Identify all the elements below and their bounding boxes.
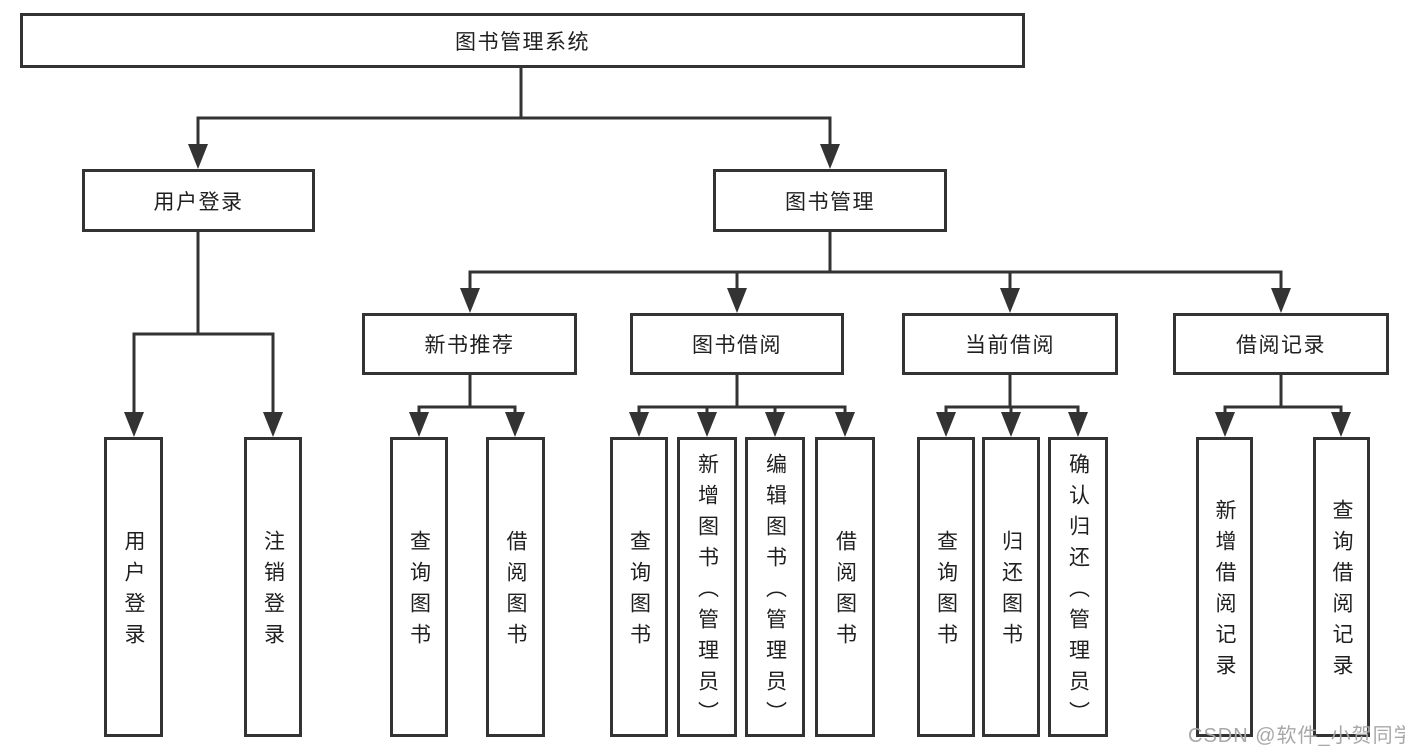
arrow-down-icon <box>188 144 208 169</box>
connector-book-borrow-split <box>629 375 855 437</box>
node-leaf-edit-books-admin: 编辑图书（管理员） <box>745 437 805 737</box>
arrow-down-icon <box>820 144 840 169</box>
connector-current-borrow-split <box>936 375 1088 437</box>
arrow-down-icon <box>835 412 855 437</box>
arrow-down-icon <box>505 412 525 437</box>
node-leaf-user-login: 用户登录 <box>104 437 163 737</box>
arrow-down-icon <box>460 288 480 313</box>
arrow-down-icon <box>124 412 144 437</box>
arrow-down-icon <box>1000 288 1020 313</box>
arrow-down-icon <box>1271 288 1291 313</box>
node-label: 查询图书 <box>627 530 651 654</box>
node-label: 图书管理 <box>785 190 875 214</box>
node-label: 借阅记录 <box>1236 334 1326 357</box>
node-leaf-query-books-current: 查询图书 <box>917 437 975 737</box>
node-label: 查询借阅记录 <box>1330 499 1353 685</box>
arrow-down-icon <box>936 412 956 437</box>
csdn-watermark: CSDN @软件_小贺同学 <box>1188 725 1405 747</box>
node-label: 查询图书 <box>407 530 431 654</box>
arrow-down-icon <box>1068 412 1088 437</box>
node-label: 新增图书（管理员） <box>695 452 719 732</box>
arrow-down-icon <box>1001 412 1021 437</box>
node-leaf-return-books: 归还图书 <box>982 437 1040 737</box>
node-leaf-query-books-recommend: 查询图书 <box>390 437 448 737</box>
arrow-down-icon <box>629 412 649 437</box>
node-book-borrow: 图书借阅 <box>630 313 844 375</box>
connector-user-login-split <box>124 232 283 437</box>
arrow-down-icon <box>727 288 747 313</box>
node-leaf-logout: 注销登录 <box>244 437 302 737</box>
connector-new-book-split <box>409 375 525 437</box>
node-label: 图书借阅 <box>692 334 782 357</box>
arrow-down-icon <box>1331 412 1351 437</box>
arrow-down-icon <box>765 412 785 437</box>
node-leaf-add-books-admin: 新增图书（管理员） <box>677 437 737 737</box>
node-leaf-add-borrow-record: 新增借阅记录 <box>1196 437 1253 737</box>
arrow-down-icon <box>263 412 283 437</box>
node-label: 当前借阅 <box>965 334 1055 357</box>
node-label: 归还图书 <box>999 530 1023 654</box>
node-leaf-borrow-books: 借阅图书 <box>815 437 875 737</box>
node-leaf-confirm-return-admin: 确认归还（管理员） <box>1048 437 1108 737</box>
node-label: 图书管理系统 <box>455 30 590 54</box>
node-label: 新书推荐 <box>424 334 515 357</box>
node-label: 借阅图书 <box>504 530 527 654</box>
node-leaf-query-books-borrow: 查询图书 <box>610 437 668 737</box>
node-label: 注销登录 <box>261 530 285 654</box>
arrow-down-icon <box>697 412 717 437</box>
connector-book-mgmt-split <box>460 232 1291 313</box>
node-new-book-recommend: 新书推荐 <box>362 313 577 375</box>
node-leaf-borrow-books-recommend: 借阅图书 <box>486 437 545 737</box>
node-library-system: 图书管理系统 <box>20 13 1025 68</box>
node-user-login: 用户登录 <box>82 169 315 232</box>
node-current-borrow: 当前借阅 <box>902 313 1118 375</box>
node-book-management: 图书管理 <box>713 169 947 232</box>
node-label: 确认归还（管理员） <box>1066 452 1090 732</box>
node-label: 借阅图书 <box>833 530 857 654</box>
node-leaf-query-borrow-record: 查询借阅记录 <box>1313 437 1370 737</box>
arrow-down-icon <box>409 412 429 437</box>
node-label: 用户登录 <box>122 530 145 654</box>
connector-root-split <box>188 68 840 169</box>
arrow-down-icon <box>1215 412 1235 437</box>
node-label: 编辑图书（管理员） <box>763 452 787 732</box>
node-label: 用户登录 <box>153 190 244 214</box>
node-label: 查询图书 <box>934 530 958 654</box>
connector-borrow-record-split <box>1215 375 1351 437</box>
node-borrow-records: 借阅记录 <box>1173 313 1389 375</box>
node-label: 新增借阅记录 <box>1213 499 1236 685</box>
